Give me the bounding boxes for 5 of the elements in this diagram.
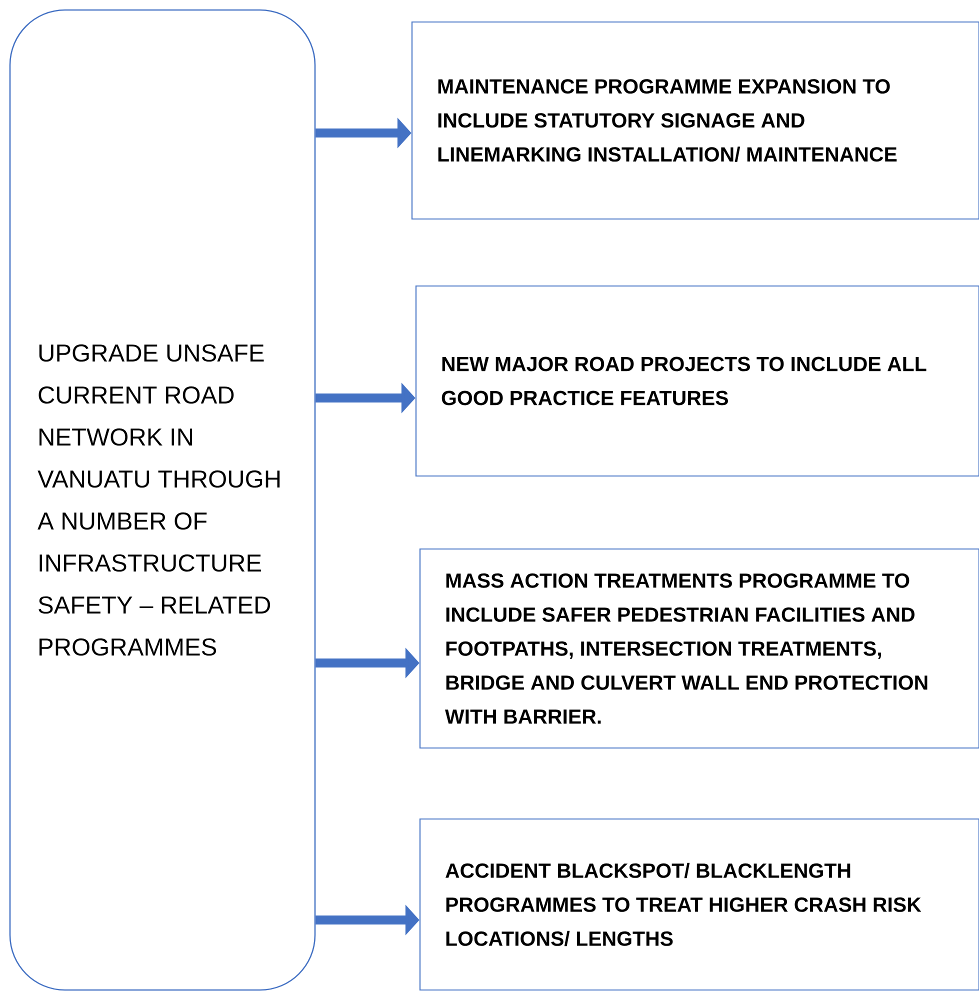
programme-box: NEW MAJOR ROAD PROJECTS TO INCLUDE ALL GOOD PRACTICE FEATURES	[415, 285, 979, 477]
goal-box: UPGRADE UNSAFE CURRENT ROAD NETWORK IN VANUATU THROUGH A NUMBER OF INFRASTRUCTURE SAFETY – RELATED PROGRAMMES	[9, 9, 316, 991]
programme-box: ACCIDENT BLACKSPOT/ BLACKLENGTH PROGRAMMES TO TREAT HIGHER CRASH RISK LOCATIONS/ LENGTHS	[419, 818, 979, 991]
programme-box: MAINTENANCE PROGRAMME EXPANSION TO INCLUDE STATUTORY SIGNAGE AND LINEMARKING INSTALLATION/ MAINTENANCE	[411, 21, 979, 220]
programme-box: MASS ACTION TREATMENTS PROGRAMME TO INCLUDE SAFER PEDESTRIAN FACILITIES AND FOOTPATHS, INTERSECTION TREATMENTS, BRIDGE AND CULVERT WALL END PROTECTION WITH BARRIER.	[419, 548, 979, 749]
